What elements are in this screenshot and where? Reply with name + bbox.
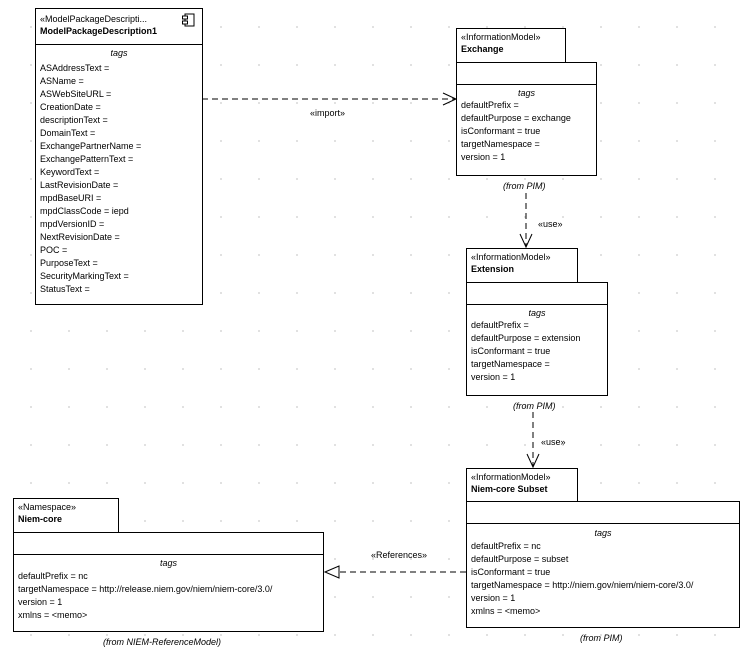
tag-value: mpdClassCode = iepd (40, 206, 129, 216)
tag-value: ExchangePartnerName = (40, 141, 142, 151)
niemcore-name: Niem-core (18, 514, 63, 524)
tag-value: defaultPrefix = (461, 100, 519, 110)
subset-tags-heading: tags (594, 528, 612, 538)
tag-value: defaultPurpose = extension (471, 333, 581, 343)
niemcore-tag-list: defaultPrefix = nc targetNamespace = htt… (18, 570, 272, 622)
niemcore-tags-heading: tags (159, 558, 177, 568)
tag-value: defaultPurpose = subset (471, 554, 569, 564)
open-arrowhead-icon (519, 233, 533, 249)
niemcore-package-tab: «Namespace» Niem-core (13, 498, 119, 533)
tag-value: descriptionText = (40, 115, 108, 125)
tag-value: CreationDate = (40, 102, 101, 112)
tag-value: targetNamespace = http://niem.gov/niem/n… (471, 580, 694, 590)
use-dependency-connector-1[interactable] (519, 193, 533, 249)
tag-value: defaultPrefix = nc (471, 541, 541, 551)
tag-value: KeywordText = (40, 167, 100, 177)
import-dependency-connector[interactable] (202, 92, 458, 106)
tag-value: SecurityMarkingText = (40, 271, 129, 281)
tag-value: version = 1 (471, 593, 516, 603)
component-icon (182, 13, 195, 27)
component-tag-list: ASAddressText = ASName = ASWebSiteURL = … (40, 62, 141, 296)
tag-value: isConformant = true (471, 567, 551, 577)
subset-name: Niem-core Subset (471, 484, 548, 494)
component-separator (36, 44, 202, 45)
component-name: ModelPackageDescription1 (40, 26, 158, 36)
tag-value: defaultPrefix = nc (18, 571, 88, 581)
tag-value: version = 1 (461, 152, 506, 162)
tag-value: mpdBaseURI = (40, 193, 102, 203)
tag-value: targetNamespace = (461, 139, 540, 149)
niemcore-from-label: (from NIEM-ReferenceModel) (103, 637, 222, 647)
exchange-package-body: tags defaultPrefix = defaultPurpose = ex… (456, 62, 597, 176)
tag-value: isConformant = true (471, 346, 551, 356)
exchange-tag-list: defaultPrefix = defaultPurpose = exchang… (461, 99, 571, 164)
niemcore-separator (14, 554, 323, 555)
extension-package-tab: «InformationModel» Extension (466, 248, 578, 283)
extension-from-label: (from PIM) (513, 401, 556, 411)
component-stereotype: «ModelPackageDescripti... (40, 14, 148, 24)
extension-package-body: tags defaultPrefix = defaultPurpose = ex… (466, 282, 608, 396)
extension-name: Extension (471, 264, 515, 274)
model-package-description-component[interactable]: «ModelPackageDescripti... ModelPackageDe… (35, 8, 203, 305)
exchange-separator (457, 84, 596, 85)
exchange-from-label: (from PIM) (503, 181, 546, 191)
tag-value: ASName = (40, 76, 84, 86)
tag-value: version = 1 (18, 597, 63, 607)
tag-value: DomainText = (40, 128, 96, 138)
tag-value: ASWebSiteURL = (40, 89, 112, 99)
open-arrowhead-icon (526, 453, 540, 469)
open-arrowhead-icon (442, 92, 458, 106)
subset-package-tab: «InformationModel» Niem-core Subset (466, 468, 578, 502)
tag-value: targetNamespace = (471, 359, 550, 369)
tag-value: xmlns = <memo> (18, 610, 88, 620)
use-dependency-connector-2[interactable] (526, 412, 540, 469)
extension-tags-heading: tags (528, 308, 546, 318)
subset-package-body: tags defaultPrefix = nc defaultPurpose =… (466, 501, 740, 628)
tag-value: defaultPurpose = exchange (461, 113, 571, 123)
references-realization-connector[interactable] (323, 565, 466, 579)
subset-from-label: (from PIM) (580, 633, 623, 643)
component-tags-heading: tags (110, 48, 128, 58)
extension-stereotype: «InformationModel» (471, 252, 551, 262)
exchange-name: Exchange (461, 44, 504, 54)
subset-stereotype: «InformationModel» (471, 472, 551, 482)
tag-value: targetNamespace = http://release.niem.go… (18, 584, 273, 594)
exchange-tags-heading: tags (517, 88, 535, 98)
tag-value: defaultPrefix = (471, 320, 529, 330)
tag-value: LastRevisionDate = (40, 180, 119, 190)
use-label-1: «use» (538, 219, 563, 229)
import-label: «import» (310, 108, 346, 118)
niemcore-package-body: tags defaultPrefix = nc targetNamespace … (13, 532, 324, 632)
extension-tag-list: defaultPrefix = defaultPurpose = extensi… (471, 319, 580, 384)
subset-separator (467, 523, 739, 524)
niemcore-stereotype: «Namespace» (18, 502, 77, 512)
tag-value: NextRevisionDate = (40, 232, 120, 242)
tag-value: version = 1 (471, 372, 516, 382)
tag-value: ExchangePatternText = (40, 154, 134, 164)
references-label: «References» (371, 550, 428, 560)
tag-value: PurposeText = (40, 258, 98, 268)
tag-value: StatusText = (40, 284, 90, 294)
tag-value: ASAddressText = (40, 63, 110, 73)
tag-value: isConformant = true (461, 126, 541, 136)
exchange-stereotype: «InformationModel» (461, 32, 541, 42)
exchange-package-tab: «InformationModel» Exchange (456, 28, 566, 63)
tag-value: POC = (40, 245, 68, 255)
hollow-triangle-arrowhead-icon (323, 565, 340, 579)
use-label-2: «use» (541, 437, 566, 447)
tag-value: xmlns = <memo> (471, 606, 541, 616)
subset-tag-list: defaultPrefix = nc defaultPurpose = subs… (471, 540, 693, 618)
tag-value: mpdVersionID = (40, 219, 105, 229)
extension-separator (467, 304, 607, 305)
